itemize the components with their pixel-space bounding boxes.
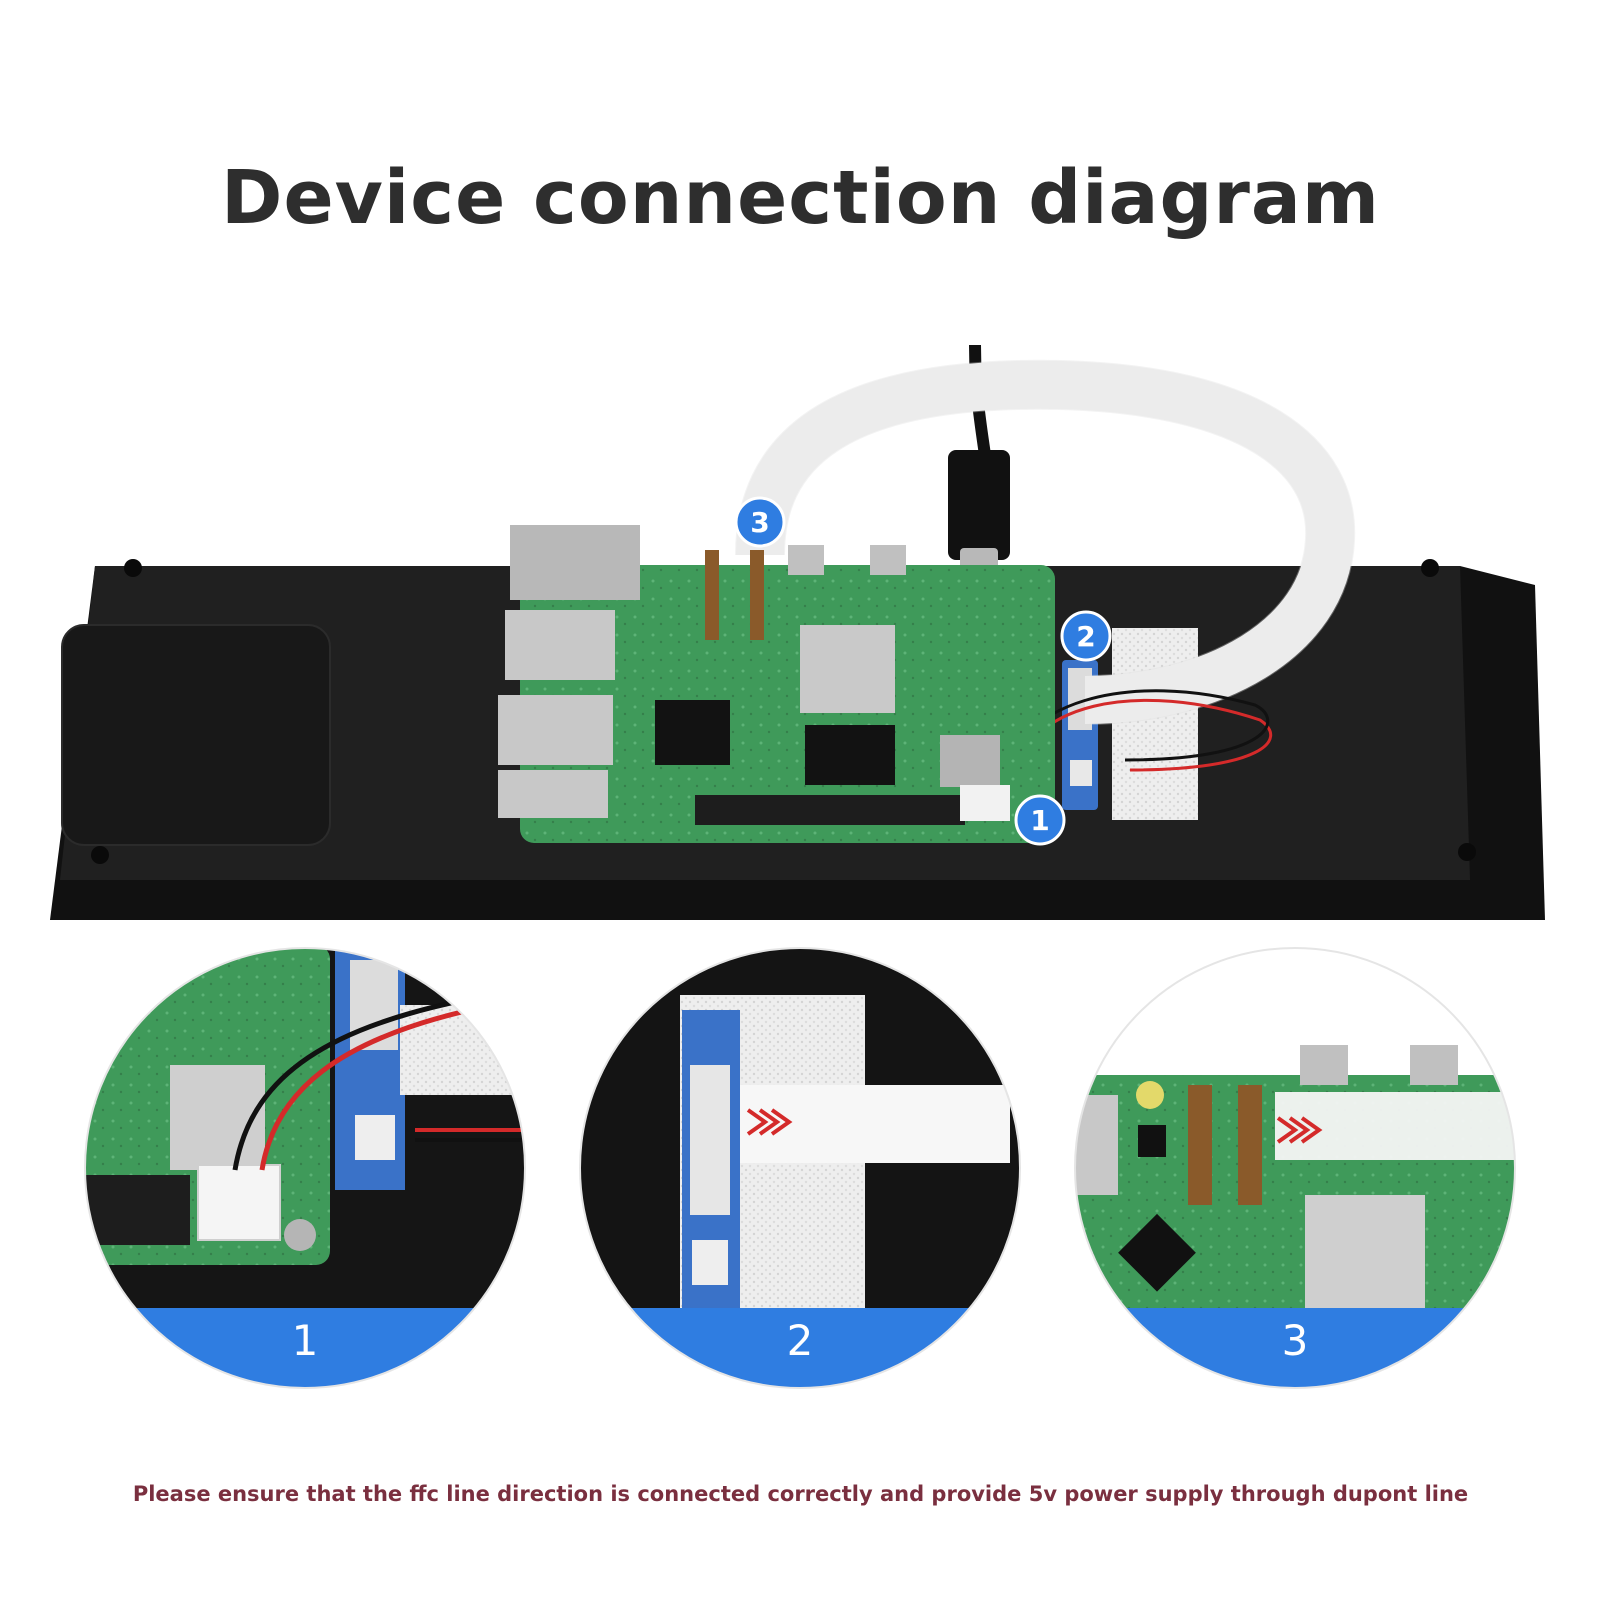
callout-number-2: 2 xyxy=(1076,620,1095,653)
footer-instruction: Please ensure that the ffc line directio… xyxy=(132,1482,1469,1506)
callout-marker-3: 3 xyxy=(734,496,786,548)
velcro-pad xyxy=(1112,628,1198,820)
ffc-ribbon-cable xyxy=(736,360,1355,724)
callout-marker-1: 1 xyxy=(1014,794,1066,846)
page-title: Device connection diagram xyxy=(221,155,1380,241)
detail-label-1: 1 xyxy=(292,1316,319,1365)
callout-marker-2: 2 xyxy=(1060,610,1112,662)
callout-number-3: 3 xyxy=(750,506,769,539)
callout-number-1: 1 xyxy=(1030,804,1049,837)
detail-circle-2 xyxy=(580,948,1020,1388)
detail-label-3: 3 xyxy=(1282,1316,1309,1365)
detail-circle-1 xyxy=(85,948,525,1388)
raspberry-pi-board xyxy=(498,525,1055,843)
detail-label-2: 2 xyxy=(787,1316,814,1365)
